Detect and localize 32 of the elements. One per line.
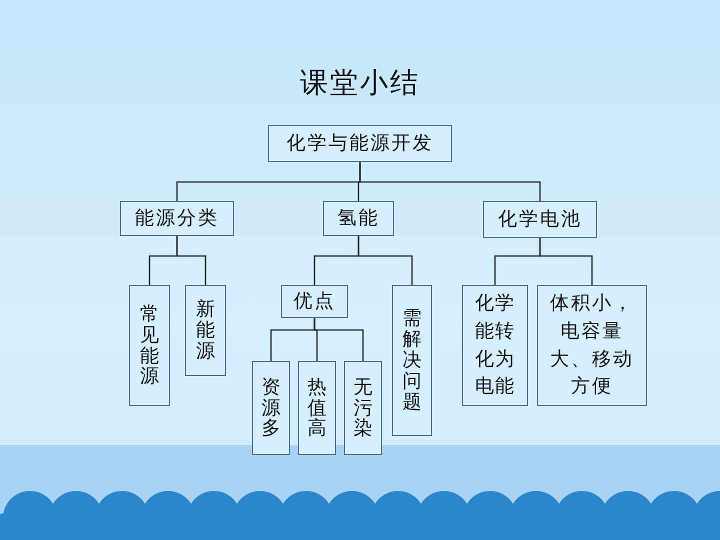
concept-box [252, 361, 290, 455]
connector-line [314, 318, 364, 361]
node-text: 需解决问题 [402, 308, 422, 413]
concept-box [268, 125, 452, 162]
concept-box [185, 285, 226, 376]
node-text: 常见能源 [140, 304, 159, 388]
connector-line [176, 236, 206, 285]
node-text: 资源多 [262, 376, 280, 440]
node-text: 化学能转化为电能 [474, 291, 516, 400]
node-text: 体积小，电容量大、移动方便 [549, 291, 635, 400]
title: 课堂小结 [299, 65, 421, 101]
concept-box [120, 201, 234, 236]
node-text: 热值高 [308, 376, 326, 440]
concept-box [462, 285, 528, 406]
node-text: 新能源 [196, 299, 215, 362]
connector-line [539, 238, 593, 285]
concept-box [323, 201, 394, 236]
concept-box [392, 285, 432, 436]
concept-box [537, 285, 647, 406]
concept-box [344, 361, 382, 455]
concept-box [483, 201, 597, 238]
node-text: 化学电池 [497, 206, 583, 232]
node-text: 氢能 [336, 206, 380, 231]
node-text: 无污染 [354, 376, 372, 440]
concept-box [281, 285, 348, 318]
node-text: 化学与能源开发 [286, 130, 434, 156]
connector-line [359, 162, 541, 201]
node-text: 优点 [292, 288, 336, 314]
concept-box [129, 285, 170, 406]
connector-line [358, 236, 413, 285]
concept-box [298, 361, 336, 455]
node-text: 能源分类 [134, 206, 220, 231]
